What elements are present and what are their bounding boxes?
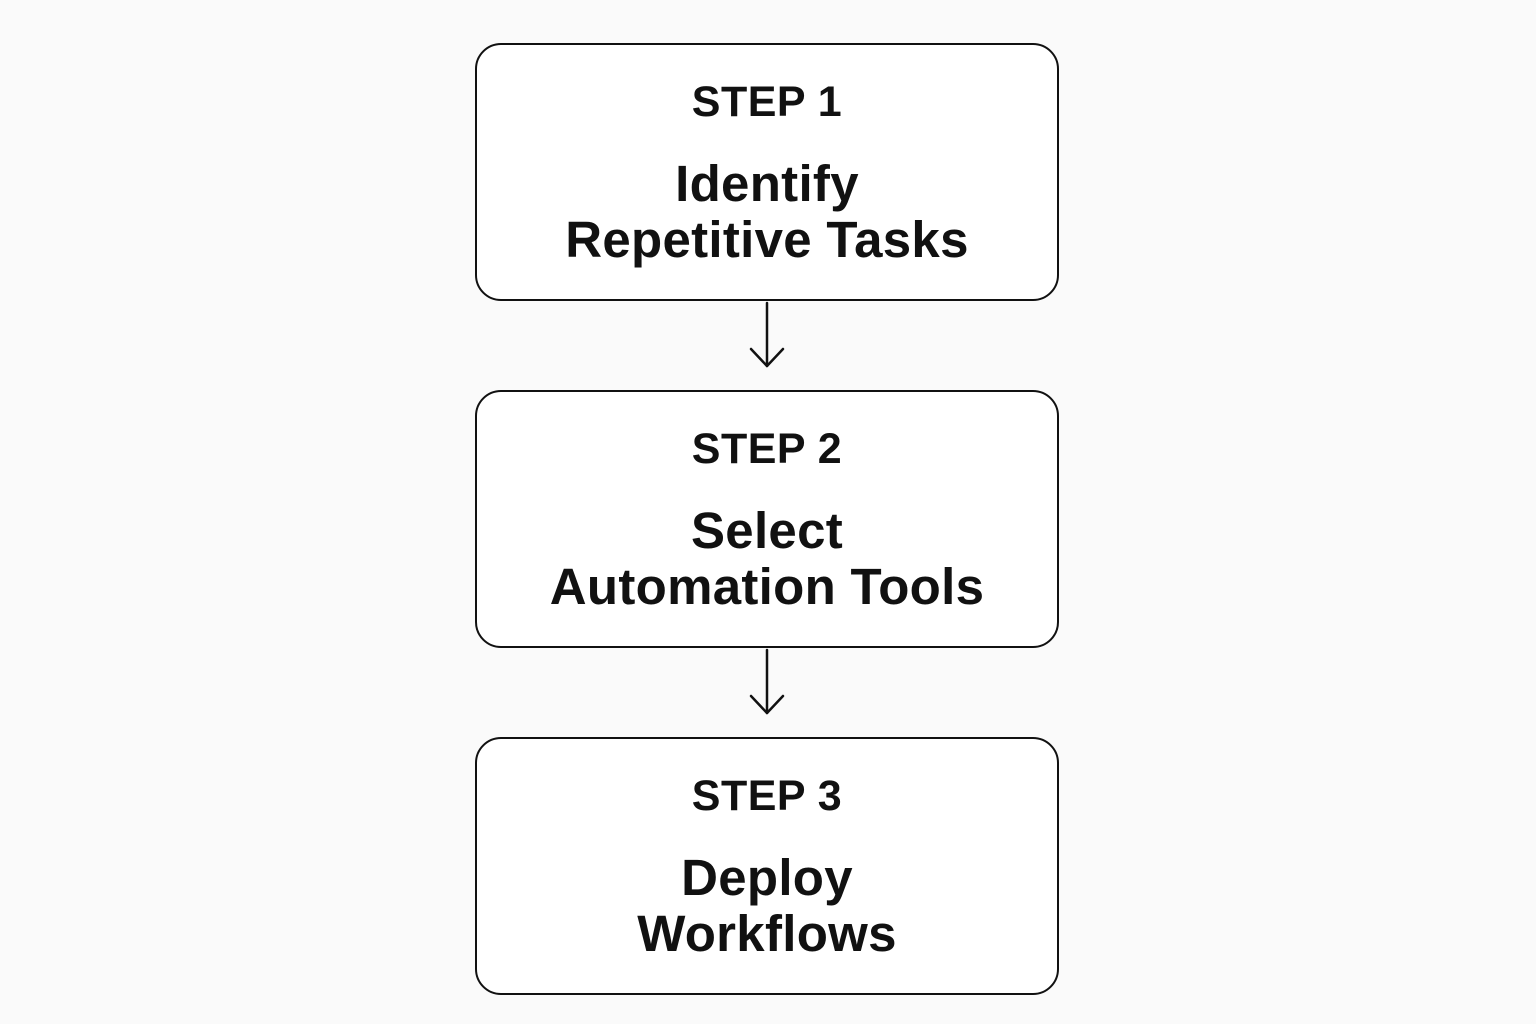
- arrow-down-icon: [749, 301, 785, 368]
- arrow-down-icon: [749, 648, 785, 715]
- step-2-box: STEP 2 Select Automation Tools: [475, 390, 1059, 648]
- step-3-title-line-2: Workflows: [637, 905, 897, 962]
- step-1-box: STEP 1 Identify Repetitive Tasks: [475, 43, 1059, 301]
- step-3-box: STEP 3 Deploy Workflows: [475, 737, 1059, 995]
- step-3-title-line-1: Deploy: [681, 849, 853, 906]
- step-1-title-line-2: Repetitive Tasks: [565, 211, 969, 268]
- step-3-title: Deploy Workflows: [477, 850, 1057, 962]
- step-2-title: Select Automation Tools: [477, 503, 1057, 615]
- step-1-title-line-1: Identify: [675, 155, 859, 212]
- step-2-title-line-2: Automation Tools: [549, 558, 985, 615]
- step-2-number: STEP 2: [691, 425, 843, 473]
- step-1-number: STEP 1: [691, 78, 843, 126]
- step-3-number: STEP 3: [691, 772, 843, 820]
- step-2-title-line-1: Select: [690, 502, 844, 559]
- step-1-title: Identify Repetitive Tasks: [477, 156, 1057, 268]
